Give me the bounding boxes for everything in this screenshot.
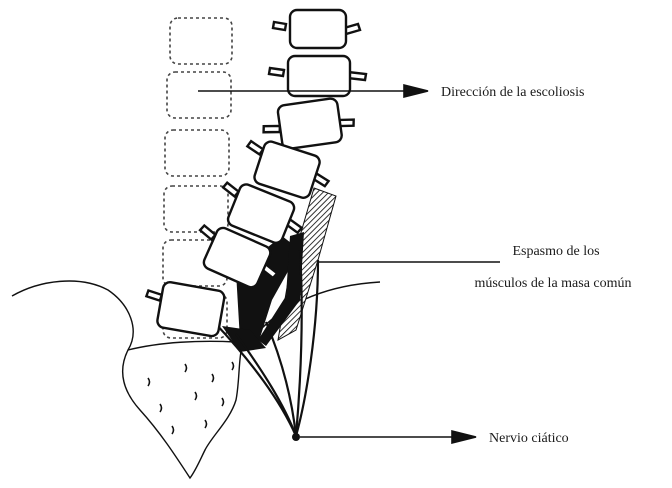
- vertebra: [142, 279, 226, 338]
- vertebra: [273, 10, 360, 48]
- dashed-vertebra: [167, 72, 231, 118]
- label-sciatic-nerve: Nervio ciático: [489, 431, 569, 446]
- arrowhead-icon: [452, 431, 476, 443]
- sacral-foramina: [148, 362, 234, 434]
- label-muscle-spasm-line2: músculos de la masa común: [474, 276, 631, 291]
- nerve-convergence-point: [292, 433, 300, 441]
- dashed-vertebra: [164, 186, 228, 232]
- vertebra: [269, 56, 366, 96]
- label-muscle-spasm-line1: Espasmo de los: [512, 244, 599, 259]
- dashed-vertebra: [170, 18, 232, 64]
- label-scoliosis-direction: Dirección de la escoliosis: [441, 85, 584, 100]
- dashed-vertebra: [165, 130, 229, 176]
- arrowhead-icon: [404, 85, 428, 97]
